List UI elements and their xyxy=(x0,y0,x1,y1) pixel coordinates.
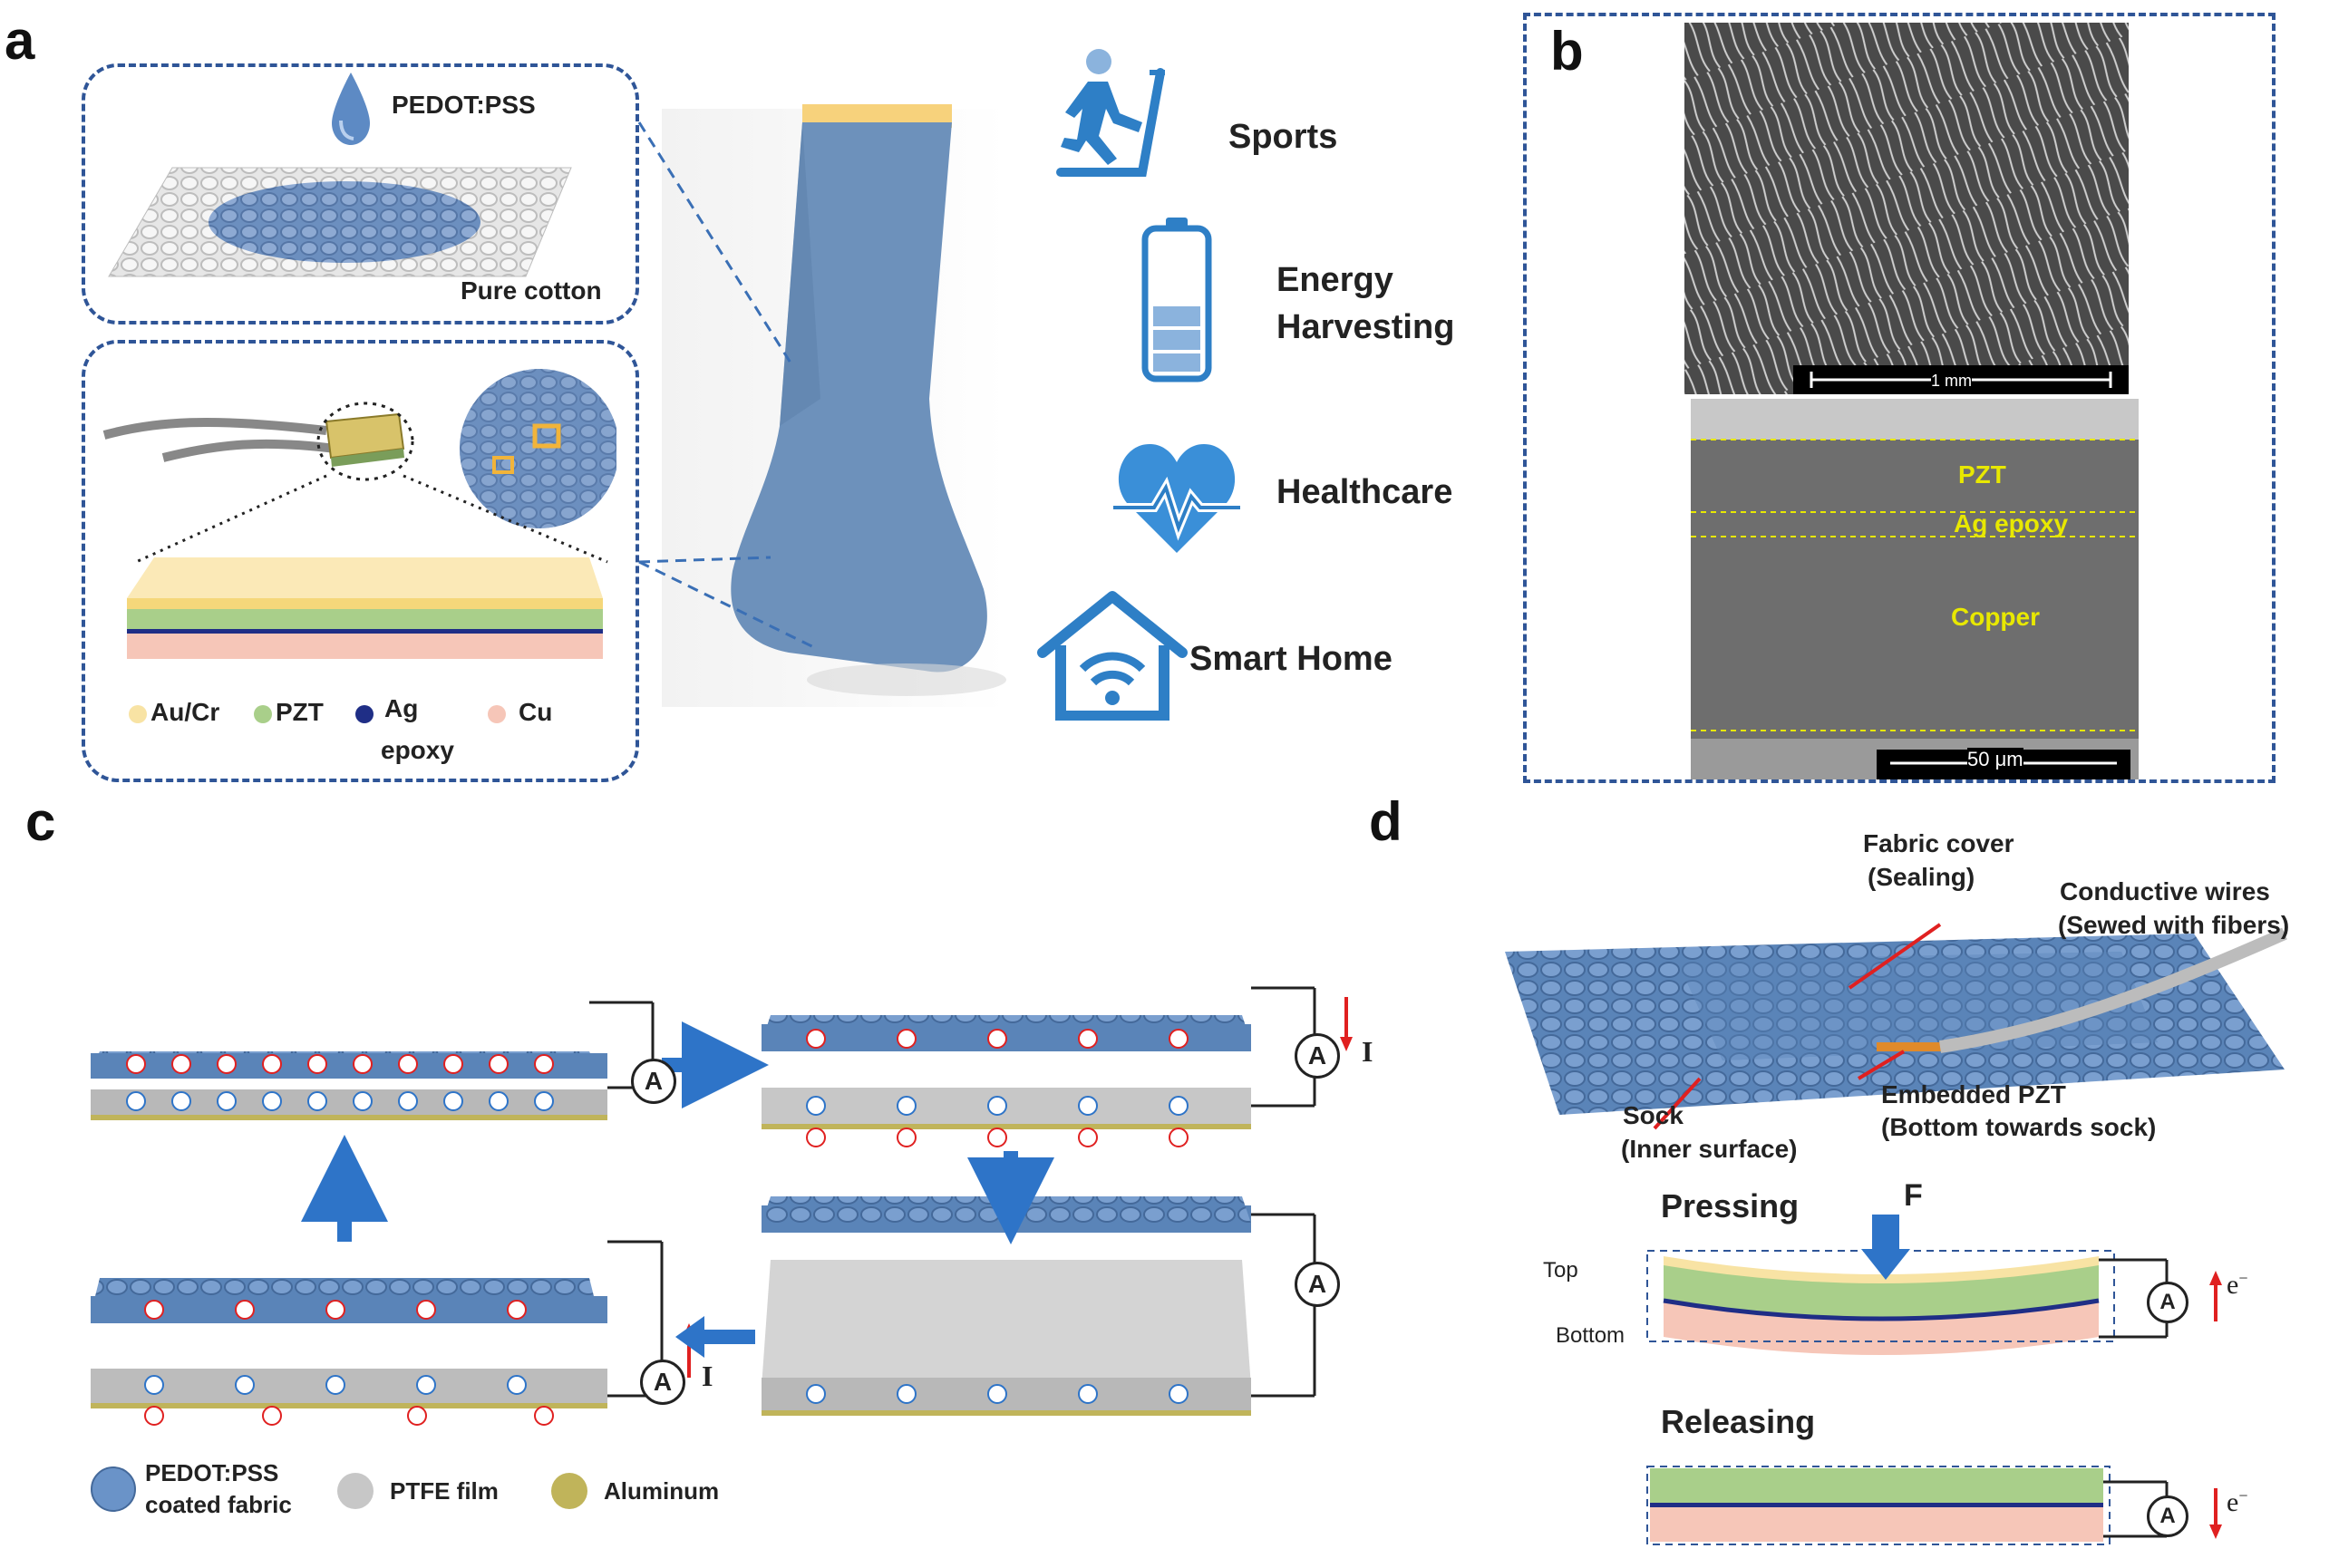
pedot-label: PEDOT:PSS xyxy=(392,91,536,119)
scale-50um: 50 μm xyxy=(1967,748,2023,771)
electron-label-pressing: e− xyxy=(2227,1269,2248,1300)
force-label: F xyxy=(1904,1178,1923,1213)
embedded-pzt-illustration xyxy=(1505,923,2287,1130)
legend-label-aluminum: Aluminum xyxy=(604,1477,720,1505)
layer-label-ag-epoxy: Ag epoxy xyxy=(1954,509,2069,537)
legend-swatch-cu xyxy=(488,705,506,723)
panel-label-b: b xyxy=(1550,21,1584,82)
sock-label-2: (Inner surface) xyxy=(1621,1135,1798,1163)
sem-surface-image xyxy=(1684,23,2129,394)
sports-label: Sports xyxy=(1228,118,1338,156)
bottom-label: Bottom xyxy=(1556,1323,1625,1348)
pure-cotton-label: Pure cotton xyxy=(461,276,602,305)
ammeter-2-label: A xyxy=(1307,1041,1327,1070)
stage-2-separating xyxy=(762,986,1353,1129)
legend-label-pzt: PZT xyxy=(276,698,324,726)
ammeter-1-label: A xyxy=(644,1067,664,1095)
sem-box xyxy=(1523,13,2276,783)
ammeter-pressing: A xyxy=(2147,1282,2188,1323)
legend-swatch-fabric xyxy=(91,1466,136,1512)
battery-icon xyxy=(1141,218,1212,382)
smart-home-icon xyxy=(1037,591,1188,721)
ammeter-4-label: A xyxy=(653,1368,673,1396)
top-label: Top xyxy=(1543,1258,1578,1282)
ammeter-3: A xyxy=(1295,1262,1340,1307)
wires-label-1: Conductive wires xyxy=(2060,877,2270,905)
legend-label-au-cr: Au/Cr xyxy=(150,698,220,726)
electron-label-releasing-text: e xyxy=(2227,1487,2239,1517)
electron-label-pressing-text: e xyxy=(2227,1270,2239,1300)
current-label-2: I xyxy=(1362,1035,1373,1068)
legend-label-fabric-2: coated fabric xyxy=(145,1491,292,1518)
legend-label-cu: Cu xyxy=(519,698,553,726)
smart-home-label: Smart Home xyxy=(1189,640,1393,678)
layer-label-copper: Copper xyxy=(1951,603,2040,631)
panel-label-c: c xyxy=(25,791,56,852)
sock-label-1: Sock xyxy=(1623,1101,1684,1129)
harvesting-label: Harvesting xyxy=(1276,308,1455,346)
ammeter-3-label: A xyxy=(1307,1270,1327,1298)
sports-icon xyxy=(1056,49,1165,177)
stage-4-approaching xyxy=(91,1240,695,1408)
legend-swatch-aluminum xyxy=(551,1473,587,1509)
sock-illustration xyxy=(662,104,1006,707)
scale-1mm: 1 mm xyxy=(1931,372,1972,391)
panel-label-d: d xyxy=(1369,791,1402,852)
wires-label-2: (Sewed with fibers) xyxy=(2058,911,2290,939)
sem-cross-section-image xyxy=(1691,399,2139,779)
tribo-cycle-diagram xyxy=(91,986,1353,1426)
legend-swatch-ag xyxy=(355,705,374,723)
pzt-embed-label-1: Embedded PZT xyxy=(1881,1080,2066,1108)
pressing-diagram xyxy=(1646,1215,2169,1355)
fabric-cover-label-1: Fabric cover xyxy=(1863,829,2014,857)
current-label-4: I xyxy=(702,1360,713,1392)
cycle-arrow-left-icon xyxy=(675,1316,755,1358)
releasing-diagram xyxy=(1646,1466,2169,1545)
legend-label-epoxy: epoxy xyxy=(381,736,454,764)
legend-label-ptfe: PTFE film xyxy=(390,1477,499,1505)
releasing-label: Releasing xyxy=(1661,1403,1816,1440)
legend-label-fabric-1: PEDOT:PSS xyxy=(145,1459,279,1486)
electron-arrow-up-icon xyxy=(2209,1271,2222,1321)
ammeter-4: A xyxy=(640,1360,685,1405)
legend-label-ag: Ag xyxy=(384,694,419,722)
fabric-inset-box xyxy=(82,63,639,324)
legend-swatch-au-cr xyxy=(129,705,147,723)
energy-label: Energy xyxy=(1276,261,1393,299)
charges xyxy=(126,1029,1189,1426)
pzt-sensor-illustration xyxy=(102,369,616,659)
connector-lines xyxy=(637,121,816,650)
pzt-embed-label-2: (Bottom towards sock) xyxy=(1881,1113,2157,1141)
ammeter-releasing: A xyxy=(2147,1495,2188,1537)
ammeter-pressing-label: A xyxy=(2159,1290,2176,1314)
legend-swatch-pzt xyxy=(254,705,272,723)
legend-swatch-ptfe xyxy=(337,1473,374,1509)
stage-3-separated xyxy=(762,1196,1316,1416)
pressing-label: Pressing xyxy=(1661,1187,1800,1224)
pedot-droplet-icon xyxy=(332,73,370,145)
layer-label-pzt: PZT xyxy=(1958,460,2006,489)
ammeter-2: A xyxy=(1295,1033,1340,1079)
panel-label-a: a xyxy=(5,10,35,71)
healthcare-label: Healthcare xyxy=(1276,473,1453,511)
ammeter-1: A xyxy=(631,1059,676,1104)
electron-arrow-down-icon xyxy=(2209,1488,2222,1539)
fabric-cover-label-2: (Sealing) xyxy=(1868,863,1975,891)
electron-label-releasing: e− xyxy=(2227,1486,2248,1517)
cotton-fabric-illustration xyxy=(108,167,572,277)
sensor-inset-box xyxy=(82,340,639,782)
heart-icon xyxy=(1113,444,1240,553)
ammeter-releasing-label: A xyxy=(2159,1504,2176,1528)
